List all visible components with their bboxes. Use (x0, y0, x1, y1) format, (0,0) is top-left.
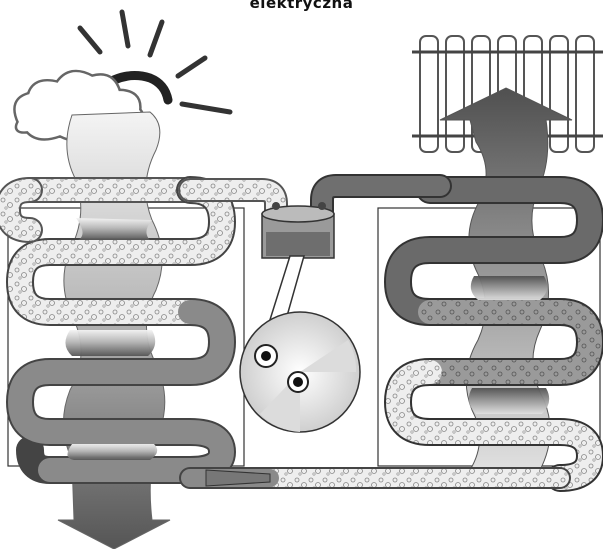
caption: elektryczna (0, 0, 603, 12)
flywheel-icon (240, 312, 360, 432)
compressor-icon (262, 202, 334, 258)
